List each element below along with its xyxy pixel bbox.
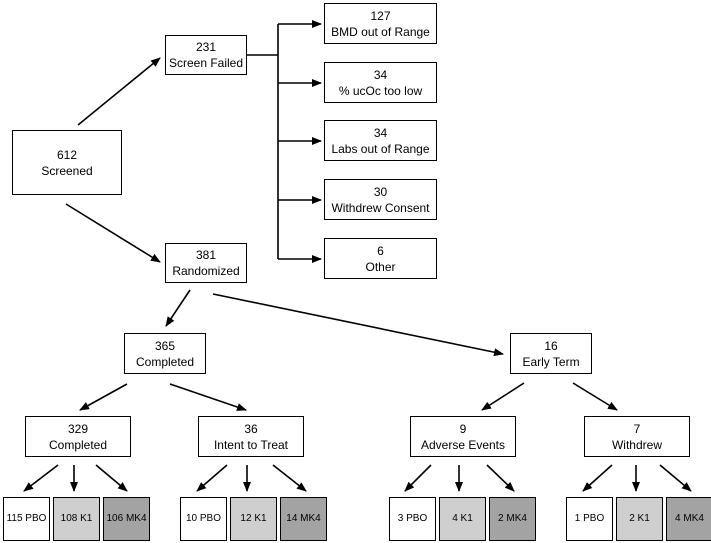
completed-329-label: Completed — [48, 437, 108, 452]
leaf-withdrew-pbo: 1 PBO — [566, 497, 613, 541]
leaf-itt-k1-label: 12 K1 — [240, 513, 267, 524]
arrow-completed-to-pbo — [23, 464, 59, 492]
randomized-count: 381 — [195, 248, 217, 262]
other-label: Other — [365, 259, 396, 274]
itt-label: Intent to Treat — [213, 437, 289, 452]
completed-365-box: 365 Completed — [124, 333, 206, 374]
leaf-completed-mk4: 106 MK4 — [103, 497, 150, 541]
leaf-adverse-mk4: 2 MK4 — [489, 497, 536, 541]
ucoc-label: % ucOc too low — [338, 83, 423, 98]
screened-label: Screened — [41, 163, 93, 178]
arrow-completed-to-completed-329 — [79, 383, 128, 411]
withdrew-consent-box: 30 Withdrew Consent — [324, 179, 437, 220]
completed-365-count: 365 — [154, 338, 176, 353]
arrow-randomized-to-completed — [165, 289, 191, 327]
ucoc-count: 34 — [373, 67, 388, 82]
leaf-adverse-pbo-label: 3 PBO — [397, 513, 428, 524]
arrow-withdrew-to-mk4 — [659, 464, 692, 492]
arrow-itt-to-pbo — [196, 464, 228, 492]
adverse-label: Adverse Events — [420, 437, 506, 452]
randomized-label: Randomized — [172, 264, 240, 278]
leaf-itt-pbo: 10 PBO — [180, 497, 227, 541]
screen-failed-box: 231 Screen Failed — [165, 35, 247, 75]
leaf-completed-k1: 108 K1 — [53, 497, 100, 541]
bmd-label: BMD out of Range — [331, 24, 430, 39]
early-term-label: Early Term — [522, 354, 580, 369]
intent-to-treat-box: 36 Intent to Treat — [198, 416, 304, 457]
arrow-early-term-to-adverse — [481, 382, 525, 411]
leaf-itt-mk4: 14 MK4 — [280, 497, 327, 541]
screen-failed-label: Screen Failed — [168, 56, 244, 70]
other-box: 6 Other — [324, 238, 437, 279]
completed-329-count: 329 — [67, 421, 89, 436]
leaf-adverse-k1: 4 K1 — [439, 497, 486, 541]
arrow-randomized-to-early-term — [212, 293, 504, 357]
withdrew-consent-label: Withdrew Consent — [331, 200, 430, 215]
arrow-completed-to-mk4 — [95, 464, 128, 492]
labs-out-of-range-box: 34 Labs out of Range — [324, 120, 437, 161]
ucoc-too-low-box: 34 % ucOc too low — [324, 62, 437, 103]
completed-365-label: Completed — [135, 354, 195, 369]
arrow-screened-to-randomized — [65, 203, 161, 263]
arrow-adverse-to-mk4 — [486, 464, 515, 492]
adverse-events-box: 9 Adverse Events — [410, 416, 516, 457]
screened-box: 612 Screened — [12, 130, 122, 195]
leaf-withdrew-k1-label: 2 K1 — [629, 513, 650, 524]
arrow-withdrew-to-pbo — [582, 464, 613, 492]
arrow-itt-to-mk4 — [272, 464, 307, 492]
leaf-completed-pbo: 115 PBO — [3, 497, 50, 541]
leaf-completed-k1-label: 108 K1 — [60, 513, 93, 524]
screen-failed-count: 231 — [195, 40, 217, 54]
itt-count: 36 — [244, 421, 258, 436]
leaf-adverse-mk4-label: 2 MK4 — [498, 513, 527, 524]
labs-label: Labs out of Range — [331, 141, 430, 156]
leaf-adverse-pbo: 3 PBO — [389, 497, 436, 541]
leaf-completed-pbo-label: 115 PBO — [6, 513, 47, 524]
leaf-completed-mk4-label: 106 MK4 — [106, 513, 147, 524]
withdrew-label: Withdrew — [611, 437, 662, 452]
leaf-adverse-k1-label: 4 K1 — [452, 513, 473, 524]
withdrew-count: 7 — [633, 421, 641, 436]
withdrew-box: 7 Withdrew — [584, 416, 690, 457]
leaf-withdrew-k1: 2 K1 — [616, 497, 663, 541]
labs-count: 34 — [373, 125, 388, 140]
leaf-withdrew-pbo-label: 1 PBO — [574, 513, 605, 524]
leaf-itt-k1: 12 K1 — [230, 497, 277, 541]
leaf-itt-mk4-label: 14 MK4 — [286, 513, 321, 524]
randomized-box: 381 Randomized — [165, 243, 247, 283]
bmd-out-of-range-box: 127 BMD out of Range — [324, 3, 437, 44]
leaf-withdrew-mk4-label: 4 MK4 — [675, 513, 704, 524]
leaf-itt-pbo-label: 10 PBO — [185, 513, 222, 524]
early-term-count: 16 — [544, 338, 558, 353]
bmd-count: 127 — [370, 8, 391, 23]
arrow-early-term-to-withdrew — [572, 382, 618, 411]
completed-329-box: 329 Completed — [25, 416, 131, 457]
withdrew-consent-count: 30 — [373, 184, 388, 199]
arrow-screened-to-screen-failed — [77, 57, 161, 126]
screened-count: 612 — [56, 147, 78, 162]
arrow-completed-to-itt — [169, 383, 247, 411]
arrow-adverse-to-pbo — [404, 464, 432, 492]
other-count: 6 — [377, 243, 384, 258]
early-term-box: 16 Early Term — [510, 333, 592, 374]
leaf-withdrew-mk4: 4 MK4 — [666, 497, 711, 541]
adverse-count: 9 — [459, 421, 467, 436]
